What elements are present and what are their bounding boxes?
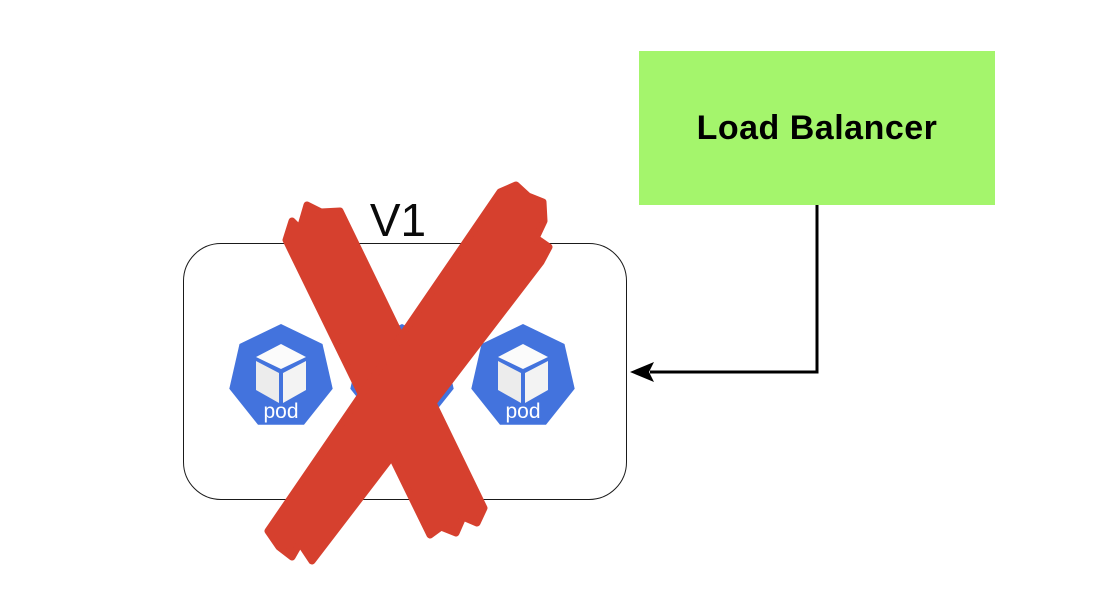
kubernetes-pod-icon: pod — [229, 324, 333, 425]
load-balancer-node: Load Balancer — [639, 51, 995, 205]
pod-label: pod — [263, 400, 298, 423]
load-balancer-label: Load Balancer — [696, 108, 938, 147]
kubernetes-pod-icon: pod — [471, 324, 575, 425]
kubernetes-pod-icon: pod — [350, 324, 454, 425]
version-label: V1 — [369, 194, 427, 246]
pod-label: pod — [505, 400, 540, 423]
left-arrowhead-icon — [630, 362, 654, 382]
connector-line — [650, 205, 819, 374]
pod-label: pod — [384, 400, 419, 423]
